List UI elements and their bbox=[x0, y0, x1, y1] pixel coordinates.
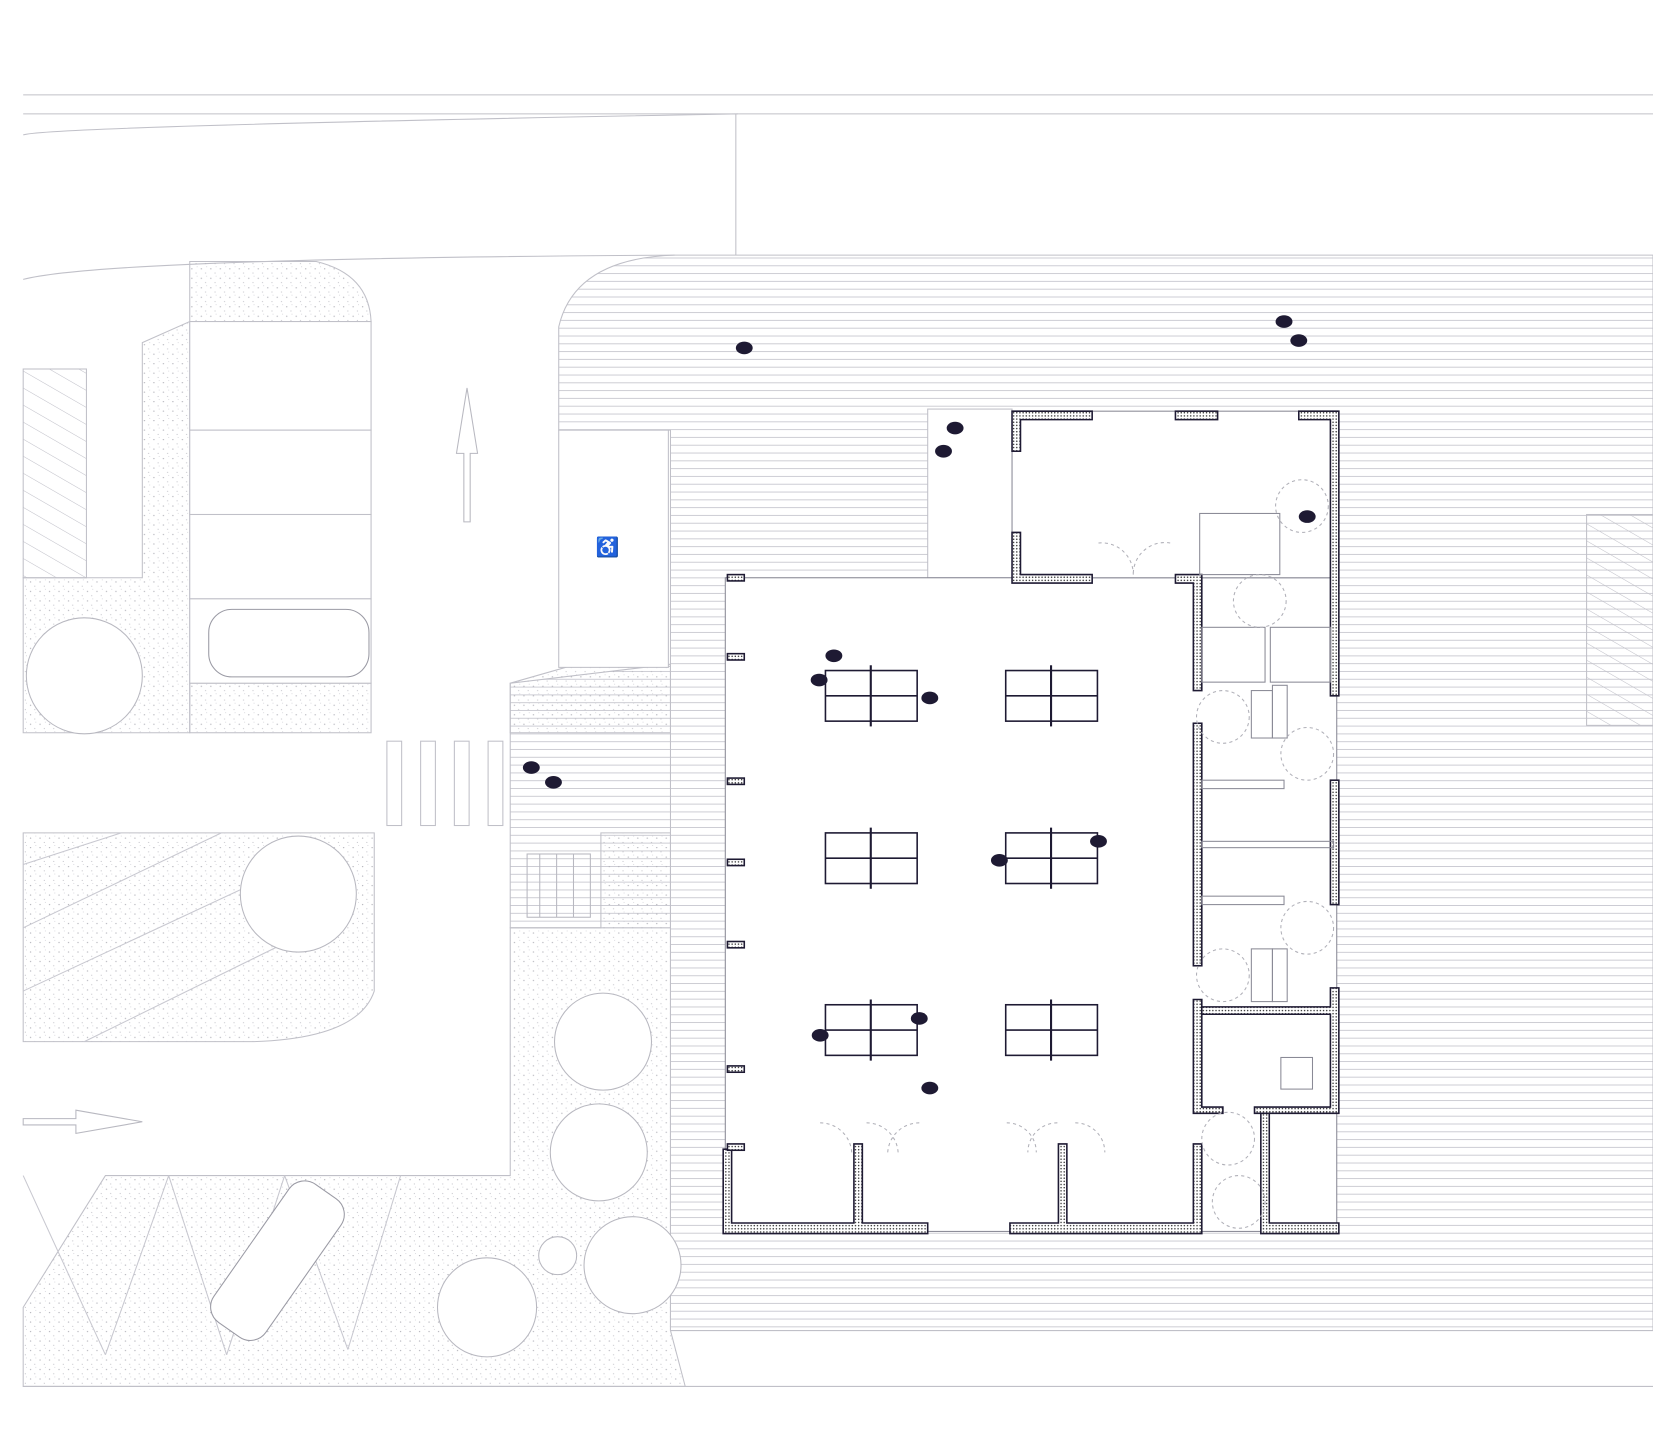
accessible-parking-icon: ♿ bbox=[596, 536, 620, 559]
ping-pong-table bbox=[824, 999, 918, 1061]
person-figure bbox=[522, 761, 540, 774]
person-figure bbox=[990, 853, 1008, 867]
ping-pong-table bbox=[1004, 999, 1099, 1061]
direction-arrow-icon bbox=[455, 387, 479, 523]
bicycle-rack bbox=[526, 853, 591, 918]
person-figure bbox=[1290, 334, 1308, 347]
ping-pong-table bbox=[1004, 827, 1099, 889]
person-figure bbox=[935, 444, 952, 458]
trees bbox=[25, 617, 682, 1358]
people-figures bbox=[522, 315, 1316, 1095]
person-figure bbox=[1090, 835, 1107, 848]
walls bbox=[722, 410, 1340, 1235]
car bbox=[210, 1180, 345, 1341]
ping-pong-tables bbox=[824, 665, 1099, 1061]
person-figure bbox=[1298, 510, 1316, 523]
person-figure bbox=[811, 1029, 829, 1042]
car bbox=[208, 608, 370, 678]
planting-areas bbox=[22, 260, 686, 1387]
crosswalk bbox=[386, 740, 504, 827]
cars bbox=[208, 608, 370, 1341]
restrooms bbox=[820, 479, 1335, 1229]
person-figure bbox=[545, 775, 562, 789]
direction-arrows bbox=[22, 387, 479, 1135]
person-figure bbox=[910, 1012, 928, 1025]
person-figure bbox=[825, 649, 843, 663]
person-figure bbox=[1275, 315, 1293, 328]
person-figure bbox=[810, 673, 828, 687]
person-figure bbox=[921, 691, 939, 705]
person-figure bbox=[921, 1081, 939, 1095]
ping-pong-table bbox=[824, 665, 918, 727]
direction-arrow-icon bbox=[22, 1109, 143, 1135]
ping-pong-table bbox=[824, 827, 918, 889]
person-figure bbox=[946, 421, 964, 435]
person-figure bbox=[735, 341, 753, 355]
ping-pong-table bbox=[1004, 665, 1099, 727]
